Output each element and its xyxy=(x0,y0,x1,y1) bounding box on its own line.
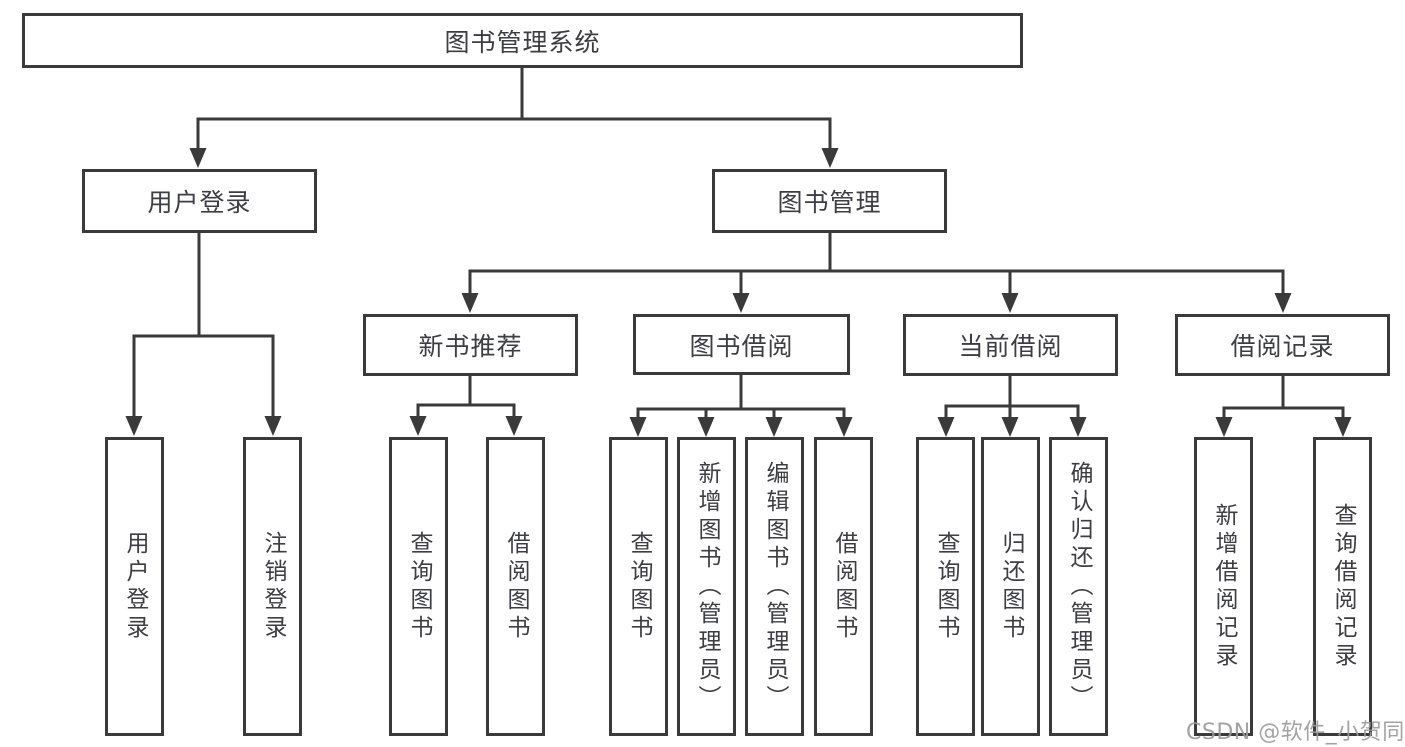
leaf-logout: 注销登录 xyxy=(243,437,302,736)
leaf-add-books-admin: 新增图书（管理员） xyxy=(677,437,736,736)
leaf-query-books-2: 查询图书 xyxy=(609,437,668,736)
node-book-borrow: 图书借阅 xyxy=(633,314,850,375)
node-book-borrow-label: 图书借阅 xyxy=(689,331,794,361)
leaf-query-borrow-record: 查询借阅记录 xyxy=(1313,437,1372,736)
node-current-borrow-label: 当前借阅 xyxy=(958,332,1063,361)
node-user-login: 用户登录 xyxy=(82,169,317,233)
node-book-management: 图书管理 xyxy=(712,169,947,233)
leaf-borrow-books-2-label: 借阅图书 xyxy=(831,530,857,643)
node-new-book-recommend: 新书推荐 xyxy=(363,314,578,376)
leaf-confirm-return-admin: 确认归还（管理员） xyxy=(1049,437,1108,736)
leaf-return-books-label: 归还图书 xyxy=(998,530,1024,643)
leaf-borrow-books-1: 借阅图书 xyxy=(486,437,545,736)
node-book-management-label: 图书管理 xyxy=(777,188,882,217)
leaf-query-borrow-record-label: 查询借阅记录 xyxy=(1330,502,1356,671)
leaf-borrow-books-2: 借阅图书 xyxy=(814,437,873,736)
leaf-edit-books-admin: 编辑图书（管理员） xyxy=(745,437,804,736)
leaf-return-books: 归还图书 xyxy=(981,437,1040,736)
leaf-user-login: 用户登录 xyxy=(105,437,164,736)
leaf-query-books-1: 查询图书 xyxy=(389,437,448,736)
leaf-add-books-admin-label: 新增图书（管理员） xyxy=(694,460,720,713)
node-root-label: 图书管理系统 xyxy=(444,27,601,57)
node-current-borrow: 当前借阅 xyxy=(903,314,1118,376)
leaf-query-books-3: 查询图书 xyxy=(916,437,975,736)
node-user-login-label: 用户登录 xyxy=(147,188,252,217)
leaf-add-borrow-record: 新增借阅记录 xyxy=(1194,437,1253,736)
node-borrow-records: 借阅记录 xyxy=(1175,314,1390,376)
leaf-logout-label: 注销登录 xyxy=(260,530,286,643)
node-borrow-records-label: 借阅记录 xyxy=(1230,332,1335,361)
leaf-confirm-return-admin-label: 确认归还（管理员） xyxy=(1066,460,1092,713)
leaf-edit-books-admin-label: 编辑图书（管理员） xyxy=(762,460,788,713)
leaf-query-books-2-label: 查询图书 xyxy=(626,530,652,643)
leaf-borrow-books-1-label: 借阅图书 xyxy=(503,530,529,643)
leaf-query-books-1-label: 查询图书 xyxy=(406,530,432,643)
leaf-query-books-3-label: 查询图书 xyxy=(933,530,959,643)
arrowheads xyxy=(125,148,1352,437)
csdn-watermark: CSDN @软件_小贺同学 xyxy=(1186,720,1405,745)
leaf-user-login-label: 用户登录 xyxy=(122,530,148,643)
node-new-book-recommend-label: 新书推荐 xyxy=(418,332,523,361)
leaf-add-borrow-record-label: 新增借阅记录 xyxy=(1211,502,1237,671)
node-root: 图书管理系统 xyxy=(22,13,1023,68)
